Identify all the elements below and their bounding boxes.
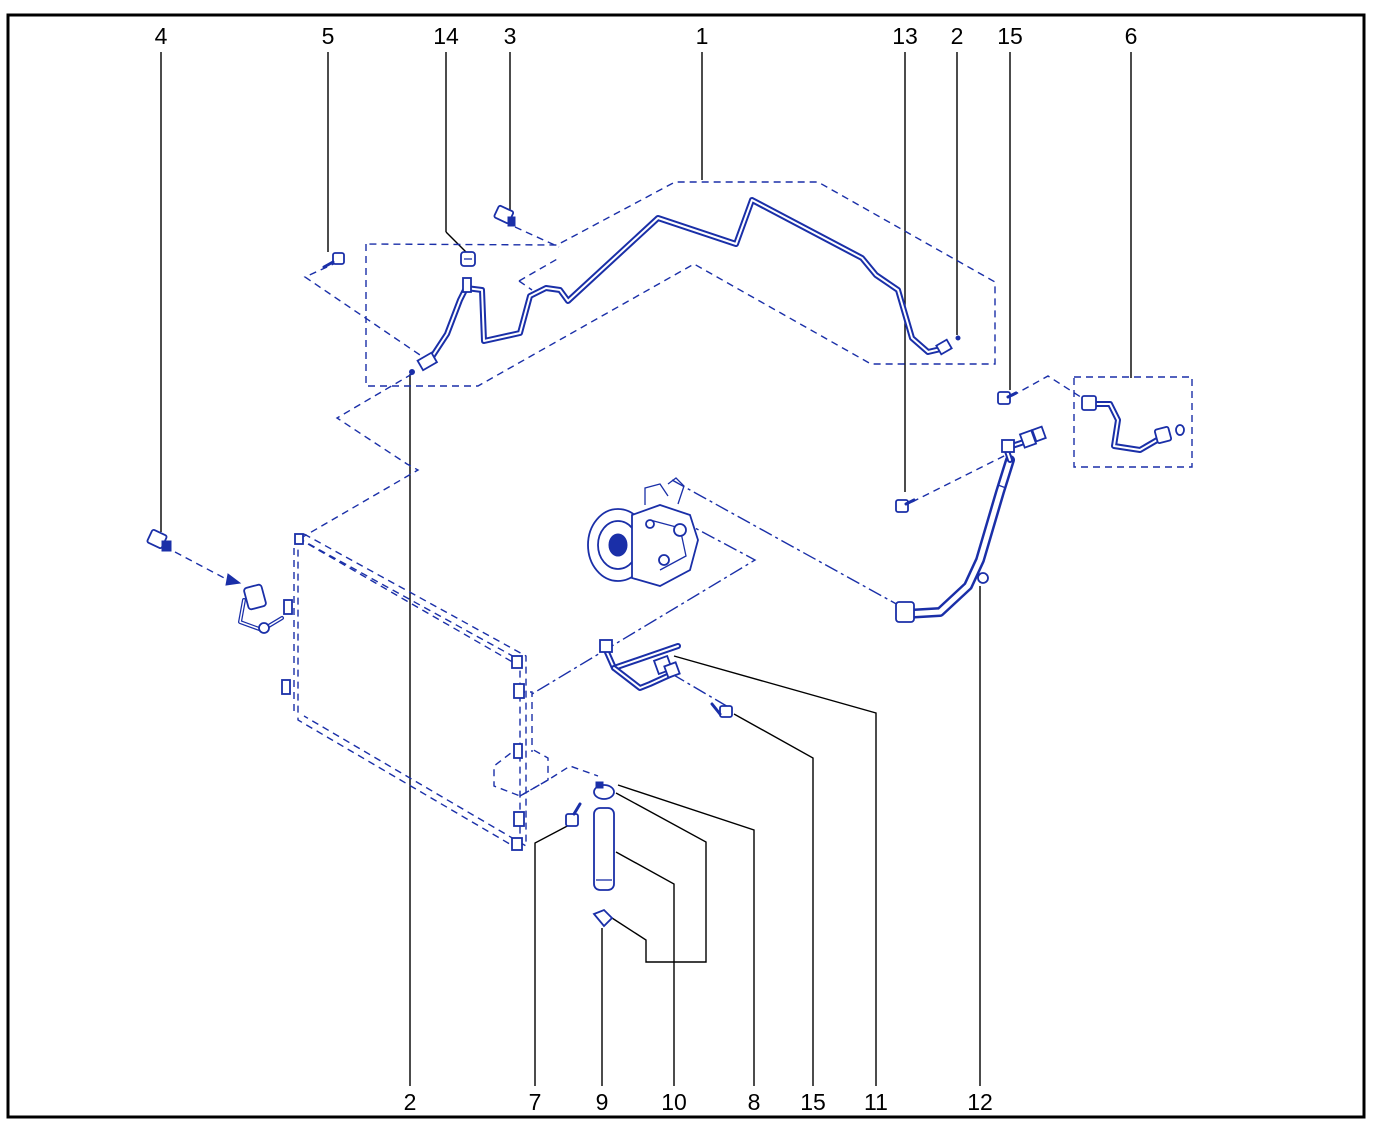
callout-label: 2 (951, 23, 964, 49)
pipe-11-condenser-line (599, 639, 681, 691)
callout-label: 9 (596, 1089, 609, 1115)
bolt-15-lower (710, 702, 733, 718)
leader-lines (160, 52, 1132, 1086)
callout-label: 12 (967, 1089, 993, 1115)
hose-12-suction-line (895, 425, 1047, 623)
condenser (238, 533, 527, 852)
callout-label: 1 (696, 23, 709, 49)
bolt-15-upper (997, 391, 1018, 405)
dashdot-guide-lines (531, 479, 901, 709)
bolt-5 (322, 252, 345, 269)
diagram-frame (6, 13, 1366, 1119)
sensor-4 (146, 529, 242, 586)
sensor-3 (493, 204, 516, 227)
receiver-dryer-10 (592, 781, 615, 928)
callout-labels-top: 4 5 14 3 1 13 2 15 6 (155, 23, 1138, 49)
callout-label: 4 (155, 23, 168, 49)
bolt-7 (565, 802, 582, 827)
callout-label: 10 (661, 1089, 687, 1115)
compressor (587, 477, 699, 587)
pipe-1-high-pressure-line (409, 197, 961, 375)
callout-label: 3 (504, 23, 517, 49)
callout-labels-bottom: 2 7 9 10 8 15 11 12 (404, 1089, 993, 1115)
callout-label: 8 (748, 1089, 761, 1115)
callout-label: 15 (997, 23, 1023, 49)
callout-label: 14 (433, 23, 459, 49)
bolt-13 (895, 498, 916, 513)
callout-label: 2 (404, 1089, 417, 1115)
pipe-6-evaporator-line (1081, 395, 1185, 453)
callout-label: 11 (864, 1089, 888, 1115)
callout-label: 6 (1125, 23, 1138, 49)
callout-label: 13 (892, 23, 918, 49)
nut-14 (460, 251, 476, 267)
assembly-guide-lines (174, 181, 1193, 797)
callout-label: 5 (322, 23, 335, 49)
callout-label: 7 (529, 1089, 542, 1115)
callout-label: 15 (800, 1089, 826, 1115)
